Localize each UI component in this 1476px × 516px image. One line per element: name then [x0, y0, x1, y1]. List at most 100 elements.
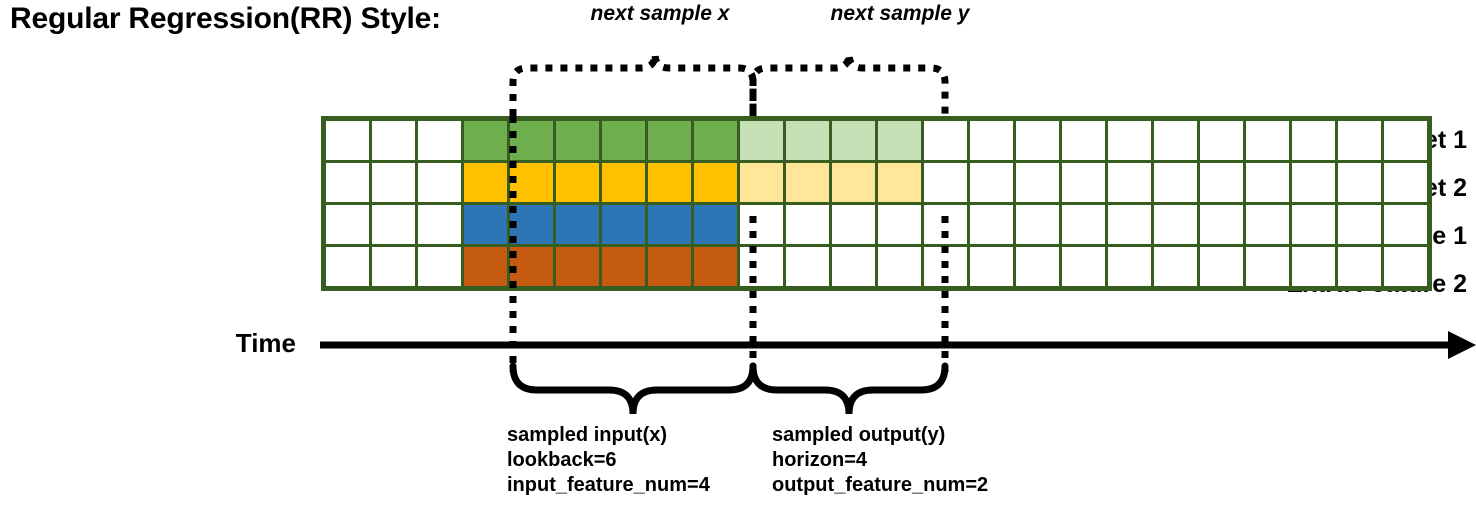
grid-cell — [1289, 117, 1338, 163]
grid-cell — [1381, 117, 1431, 163]
grid-cell — [507, 117, 556, 163]
grid-cell — [369, 117, 418, 163]
grid-cell — [369, 244, 418, 290]
grid-cell — [1335, 117, 1384, 163]
sampled-output-line-1: sampled output(y) — [772, 424, 946, 446]
top-dotted-braces — [509, 53, 949, 116]
grid-cell — [322, 160, 372, 205]
grid-cell — [691, 160, 740, 205]
grid-cell — [369, 160, 418, 205]
grid-cell — [1105, 202, 1154, 247]
grid-cell — [1289, 160, 1338, 205]
grid-cell — [553, 117, 602, 163]
grid-cell — [1243, 202, 1292, 247]
grid-cell — [461, 244, 510, 290]
grid-cell — [1151, 160, 1200, 205]
grid-row — [322, 117, 1431, 163]
grid-cell — [645, 202, 694, 247]
grid-cell — [921, 117, 970, 163]
grid-cell — [967, 244, 1016, 290]
grid-cell — [829, 244, 878, 290]
grid-cell — [829, 160, 878, 205]
grid-cell — [1105, 160, 1154, 205]
sampled-output-line-2: horizon=4 — [772, 449, 868, 471]
grid-cell — [691, 244, 740, 290]
grid-cell — [783, 244, 832, 290]
grid-cell — [599, 117, 648, 163]
grid-cell — [415, 202, 464, 247]
timeseries-grid — [321, 116, 1432, 291]
grid-cell — [1105, 244, 1154, 290]
grid-cell — [829, 202, 878, 247]
grid-cell — [1105, 117, 1154, 163]
grid-cell — [1151, 117, 1200, 163]
grid-cell — [1289, 244, 1338, 290]
grid-cell — [783, 160, 832, 205]
grid-cell — [322, 244, 372, 290]
grid-cell — [1059, 202, 1108, 247]
grid-cell — [1151, 244, 1200, 290]
grid-cell — [415, 117, 464, 163]
grid-cell — [875, 244, 924, 290]
grid-cell — [1151, 202, 1200, 247]
grid-cell — [1335, 160, 1384, 205]
grid-cell — [369, 202, 418, 247]
grid-cell — [1059, 244, 1108, 290]
grid-cell — [322, 202, 372, 247]
grid-cell — [1197, 160, 1246, 205]
grid-cell — [599, 202, 648, 247]
grid-cell — [1243, 117, 1292, 163]
grid-row — [322, 160, 1431, 205]
grid-cell — [967, 160, 1016, 205]
grid-cell — [1381, 244, 1431, 290]
grid-cell — [783, 117, 832, 163]
grid-cell — [1335, 244, 1384, 290]
sampled-output-line-3: output_feature_num=2 — [772, 474, 989, 496]
grid-cell — [921, 160, 970, 205]
sampled-input-line-2: lookback=6 — [507, 449, 617, 471]
grid-cell — [737, 202, 786, 247]
grid-cell — [1013, 244, 1062, 290]
grid-cell — [461, 160, 510, 205]
page-title: Regular Regression(RR) Style: — [10, 2, 441, 35]
grid-cell — [737, 117, 786, 163]
grid-cell — [461, 202, 510, 247]
grid-cell — [415, 244, 464, 290]
grid-cell — [1335, 202, 1384, 247]
grid-cell — [599, 244, 648, 290]
grid-cell — [691, 117, 740, 163]
grid-cell — [1197, 117, 1246, 163]
sampled-output-caption: sampled output(y) horizon=4 output_featu… — [772, 423, 988, 498]
grid-cell — [875, 202, 924, 247]
grid-cell — [645, 160, 694, 205]
grid-cell — [829, 117, 878, 163]
next-sample-x-label: next sample x — [590, 2, 730, 25]
grid-cell — [1289, 202, 1338, 247]
time-axis-label: Time — [235, 328, 296, 358]
grid-cell — [461, 117, 510, 163]
grid-cell — [1013, 160, 1062, 205]
grid-cell — [553, 160, 602, 205]
grid-cell — [1197, 202, 1246, 247]
grid-cell — [1381, 160, 1431, 205]
grid-cell — [1013, 117, 1062, 163]
grid-cell — [921, 202, 970, 247]
bottom-curly-braces — [509, 362, 949, 415]
sampled-input-line-3: input_feature_num=4 — [507, 474, 710, 496]
grid-cell — [553, 202, 602, 247]
grid-cell — [645, 244, 694, 290]
grid-cell — [875, 160, 924, 205]
grid-cell — [1243, 244, 1292, 290]
grid-cell — [1059, 117, 1108, 163]
grid-cell — [1243, 160, 1292, 205]
grid-cell — [967, 202, 1016, 247]
grid-cell — [737, 160, 786, 205]
grid-cell — [737, 244, 786, 290]
grid-cell — [553, 244, 602, 290]
next-sample-y-label: next sample y — [830, 2, 970, 25]
sampled-input-line-1: sampled input(x) — [507, 424, 668, 446]
grid-cell — [645, 117, 694, 163]
grid-cell — [1381, 202, 1431, 247]
